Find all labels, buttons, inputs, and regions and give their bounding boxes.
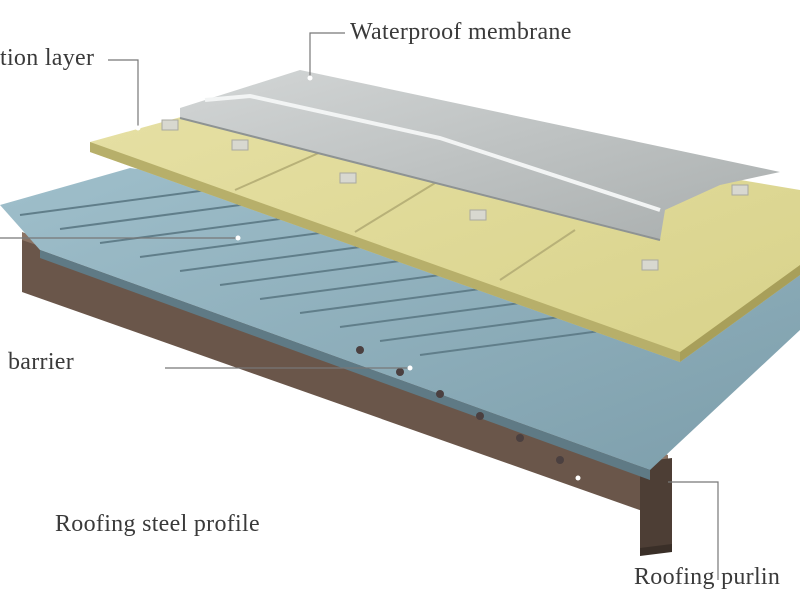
label-vapour-barrier: barrier: [8, 349, 75, 375]
fixing-hole: [356, 346, 364, 354]
insulation-fixing-plate: [641, 259, 659, 271]
fixing-hole: [476, 412, 484, 420]
insulation-fixings: [161, 119, 749, 271]
insulation-fixing-plate: [231, 139, 249, 151]
leader-lines: [0, 32, 719, 580]
fixing-hole: [436, 390, 444, 398]
label-waterproof-membrane: Waterproof membrane: [350, 19, 572, 45]
steel-fixing-holes: [356, 346, 564, 464]
fixing-hole: [516, 434, 524, 442]
insulation-fixing-plate: [339, 172, 357, 184]
fixing-hole: [556, 456, 564, 464]
label-roofing-purlin: Roofing purlin: [634, 564, 781, 590]
insulation-fixing-plate: [161, 119, 179, 131]
insulation-fixing-plate: [469, 209, 487, 221]
waterproof-membrane: [179, 70, 780, 241]
leader-dots: [135, 75, 581, 481]
insulation-fixing-plate: [731, 184, 749, 196]
fixing-hole: [396, 368, 404, 376]
label-insulation-layer: tion layer: [0, 45, 95, 71]
label-roofing-steel-profile: Roofing steel profile: [55, 511, 260, 537]
